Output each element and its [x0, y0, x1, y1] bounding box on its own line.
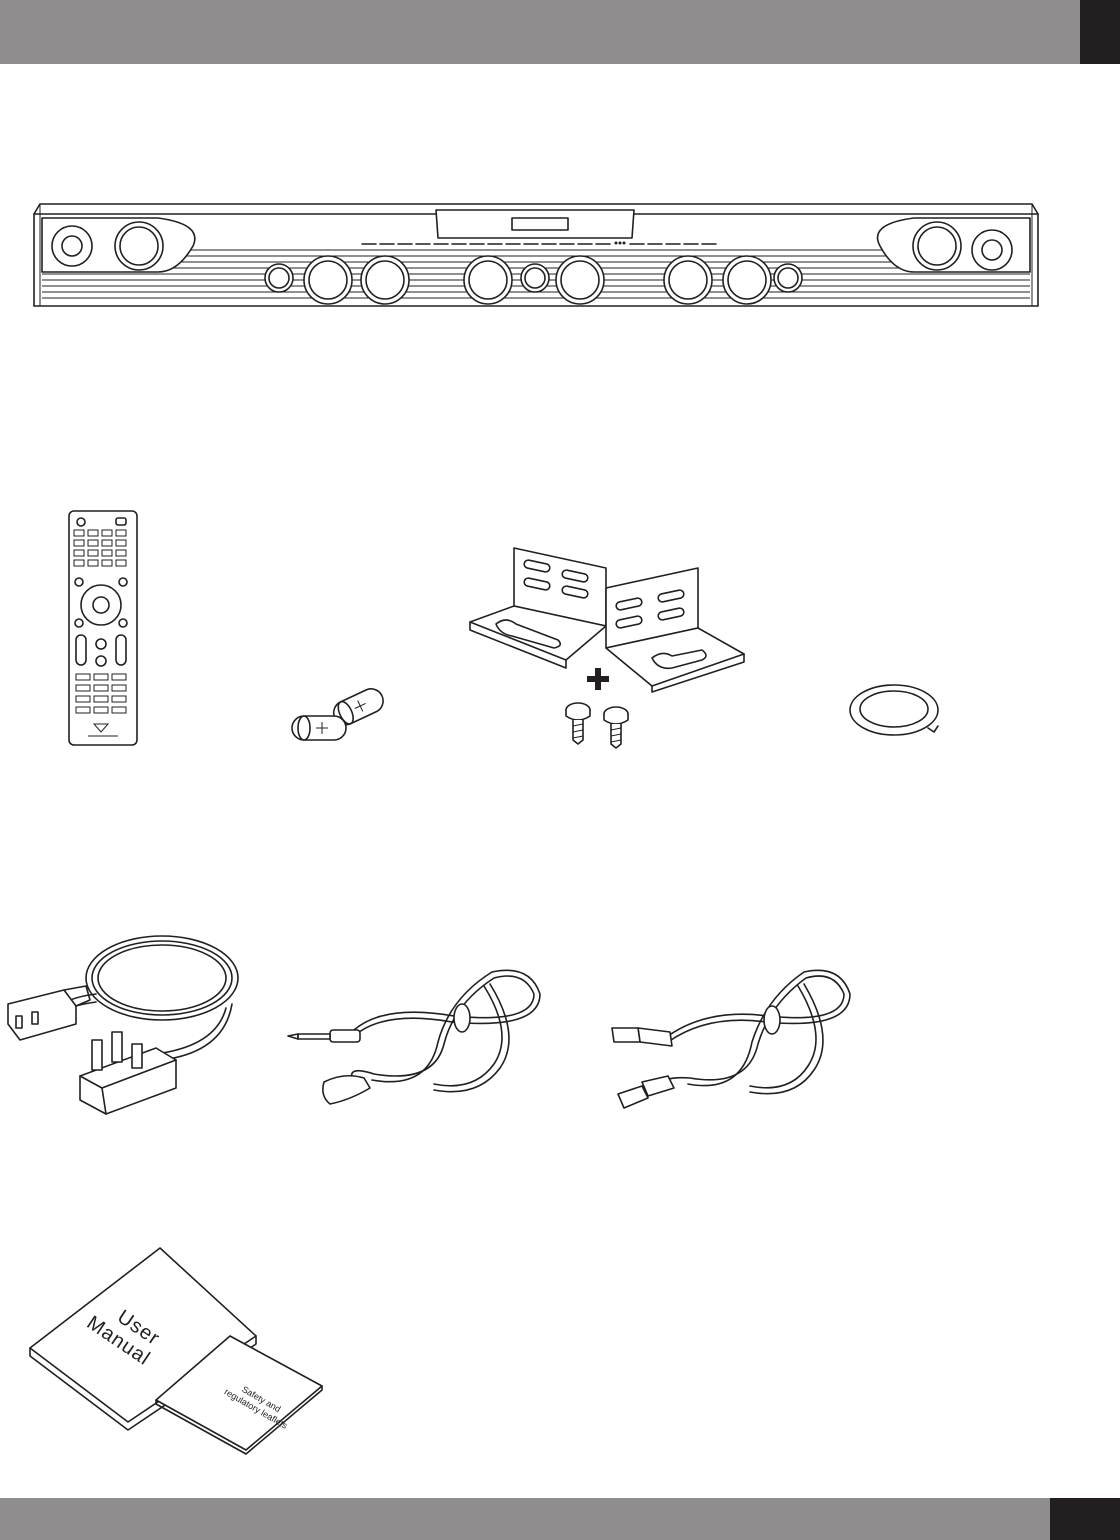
remote-control-illustration — [68, 510, 138, 746]
audio-cable-illustration — [284, 964, 546, 1108]
hdmi-cable-illustration — [608, 964, 856, 1116]
header-bar — [0, 0, 1080, 64]
ring-illustration — [846, 682, 946, 740]
footer-bar — [0, 1498, 1050, 1540]
power-cord-illustration — [6, 928, 244, 1118]
footer-page-tab — [1050, 1498, 1120, 1540]
plus-icon — [585, 666, 611, 692]
header-page-tab — [1080, 0, 1120, 64]
batteries-illustration — [282, 682, 394, 750]
screws-illustration — [558, 700, 638, 750]
soundbar-illustration — [28, 198, 1044, 312]
safety-leaflet-illustration: Safety and regulatory leaflets — [150, 1330, 330, 1456]
